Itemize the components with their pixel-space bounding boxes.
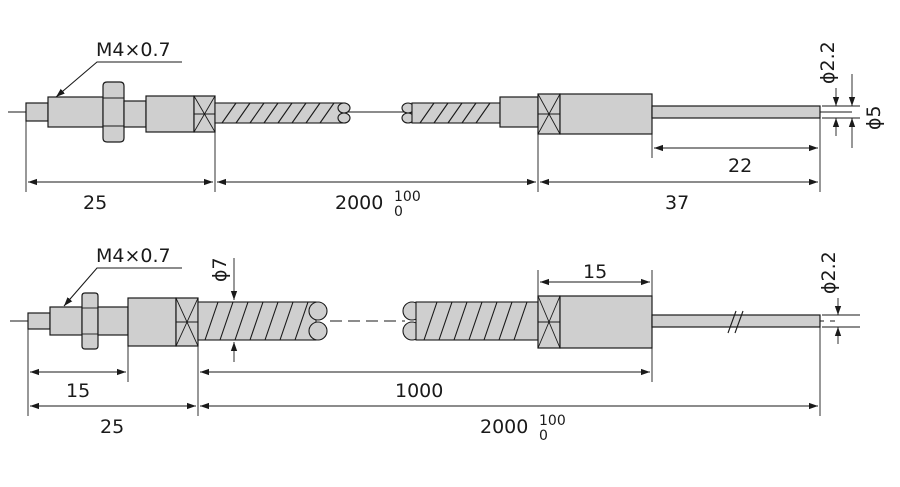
top-nut — [102, 81, 125, 143]
bottom-thread-label: M4×0.7 — [96, 245, 171, 267]
top-dim-tol-upper: 100 — [394, 189, 421, 205]
top-connector-neck — [123, 100, 147, 128]
top-thread-body — [47, 96, 104, 128]
bottom-tip-pin — [27, 312, 51, 330]
bottom-right-tube — [559, 295, 653, 349]
top-dim-25: 25 — [83, 192, 107, 214]
bottom-spring-right — [402, 301, 539, 341]
bottom-cable — [651, 314, 821, 328]
bottom-fiber-drawing: M4×0.7 ϕ7 15 ϕ2.2 15 1000 25 2000 100 — [10, 245, 860, 444]
top-diameter-sleeve: ϕ5 — [863, 105, 885, 130]
bottom-dim-tube: 15 — [583, 261, 607, 283]
top-spring-left — [214, 102, 351, 124]
top-right-neck — [499, 96, 539, 128]
bottom-diameter-tip: ϕ2.2 — [818, 251, 840, 294]
bottom-dim-tol-upper: 100 — [539, 413, 566, 429]
bottom-dim-tol-lower: 0 — [539, 428, 548, 444]
bottom-dim-head: 25 — [100, 416, 124, 438]
bottom-spring-left — [197, 301, 328, 341]
top-thread-leader — [55, 61, 182, 98]
top-thread-label: M4×0.7 — [96, 39, 171, 61]
top-sleeve — [651, 105, 821, 119]
bottom-thread-body — [49, 306, 83, 336]
top-dim-22: 22 — [728, 155, 752, 177]
bottom-dim-thread: 15 — [66, 380, 90, 402]
top-fiber-drawing: M4×0.7 25 2000 100 0 37 22 ϕ2.2 ϕ5 — [8, 39, 885, 220]
bottom-diameter-spring: ϕ7 — [209, 257, 231, 282]
top-diameter-tip: ϕ2.2 — [817, 41, 839, 84]
top-tip-pin — [25, 102, 49, 122]
top-dim-tol-lower: 0 — [394, 204, 403, 220]
bottom-break-mark — [727, 310, 737, 334]
top-right-body — [559, 93, 653, 135]
bottom-connector-body — [127, 297, 177, 347]
top-dim-2000: 2000 — [335, 192, 383, 214]
bottom-nut — [81, 292, 99, 350]
bottom-dim-spring: 1000 — [395, 380, 443, 402]
top-connector-body — [145, 95, 195, 133]
top-dim-37: 37 — [665, 192, 689, 214]
bottom-dim-cable: 2000 — [480, 416, 528, 438]
bottom-thread-leader — [63, 267, 182, 307]
bottom-thread-body-2 — [97, 306, 129, 336]
top-spring-right — [401, 102, 501, 124]
